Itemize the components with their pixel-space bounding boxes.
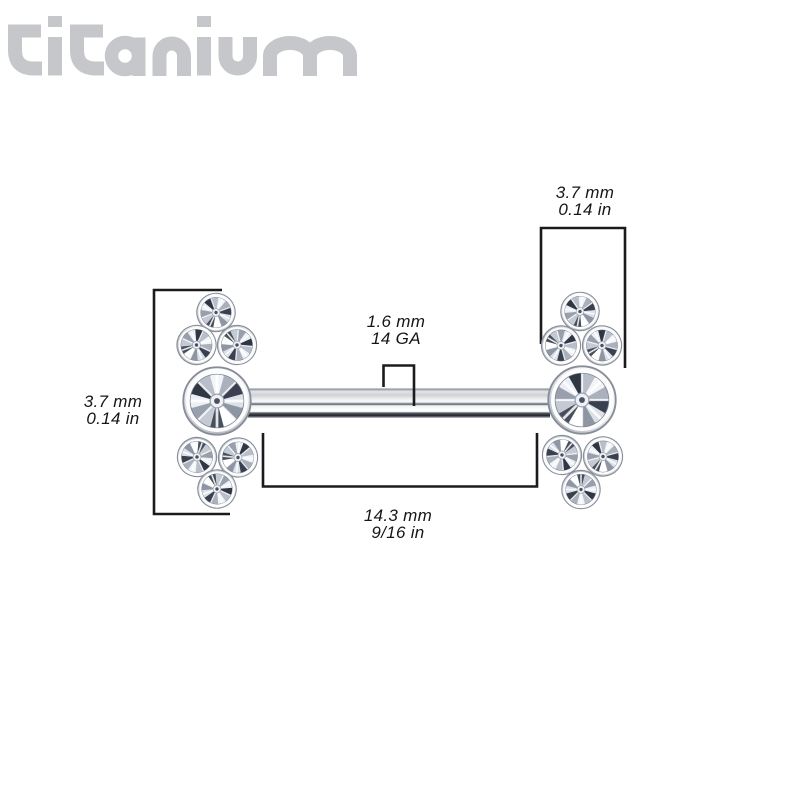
dimension-value-in: 0.14 in — [558, 200, 612, 219]
bracket-cluster-height — [152, 288, 230, 516]
titanium-watermark-art — [8, 16, 357, 77]
dimension-value-mm: 3.7 mm — [83, 392, 143, 411]
dimension-value-mm: 14.3 mm — [363, 506, 433, 525]
barbell-illustration — [152, 226, 800, 516]
dimension-label-cluster-height: 3.7 mm 0.14 in — [43, 393, 183, 427]
titanium-watermark: titanium — [6, 4, 366, 84]
dimension-brackets — [152, 226, 627, 516]
dimension-label-bar-gauge: 1.6 mm 14 GA — [326, 313, 466, 347]
gem-cluster-left — [171, 287, 264, 514]
dimension-value-in: 0.14 in — [86, 409, 140, 428]
dimension-value-ga: 14 GA — [371, 329, 421, 348]
bracket-cluster-width — [539, 226, 627, 368]
bracket-bar-gauge — [382, 364, 416, 406]
bracket-bar-length — [261, 433, 539, 488]
dimension-label-cluster-width: 3.7 mm 0.14 in — [515, 184, 655, 218]
dimension-value-mm: 1.6 mm — [366, 312, 426, 331]
barbell-bar — [248, 388, 550, 418]
gem-cluster-right — [534, 289, 630, 508]
dimension-label-bar-length: 14.3 mm 9/16 in — [328, 507, 468, 541]
dimension-value-in: 9/16 in — [371, 523, 425, 542]
dimension-brackets-front — [261, 364, 539, 488]
dimension-value-mm: 3.7 mm — [555, 183, 615, 202]
